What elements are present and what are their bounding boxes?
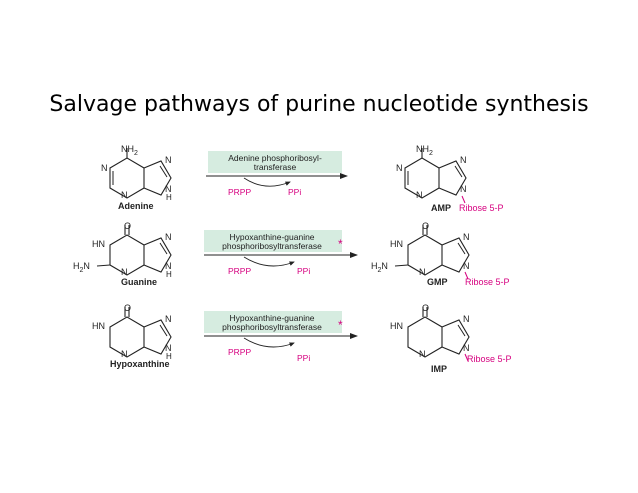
atom-n1: N	[101, 163, 108, 173]
atom-n7: N	[165, 314, 172, 324]
ppi-label: PPi	[297, 266, 310, 276]
atom-h9: H	[166, 352, 172, 361]
atom-n9: N	[165, 184, 172, 194]
amino-h: H	[73, 261, 80, 271]
ppi-label: PPi	[288, 187, 301, 197]
amino-h: H	[371, 261, 378, 271]
atom-n3: N	[121, 190, 128, 200]
atom-h9: H	[166, 193, 172, 202]
atom-n3: N	[121, 267, 128, 277]
cofactor-arrow	[243, 337, 295, 348]
atom-n9: N	[463, 343, 470, 353]
gmp-structure: O HN H2N N N N GMP Ribose 5-P	[371, 221, 510, 287]
atom-n9: N	[165, 343, 172, 353]
atom-n7: N	[165, 155, 172, 165]
prpp-label: PRPP	[228, 347, 251, 357]
amino-label: NH	[416, 144, 429, 154]
atom-hn1: HN	[92, 239, 105, 249]
ribose-label: Ribose 5-P	[465, 277, 510, 287]
reaction-hypoxanthine: O HN N N N H Hypoxanthine Hypoxanthine-g…	[92, 303, 512, 374]
atom-hn1: HN	[92, 321, 105, 331]
slide-title: Salvage pathways of purine nucleotide sy…	[49, 92, 589, 117]
amp-structure: NH2 N N N N AMP Ribose 5-P	[396, 144, 504, 213]
atom-n9: N	[460, 184, 467, 194]
product-label: AMP	[431, 203, 451, 213]
enzyme-label: phosphoribosyltransferase	[222, 322, 322, 332]
svg-text:NH2: NH2	[121, 144, 138, 157]
oxo-label: O	[124, 221, 131, 231]
asterisk-mark: *	[338, 237, 343, 251]
atom-n3: N	[419, 349, 426, 359]
ribose-label: Ribose 5-P	[459, 203, 504, 213]
enzyme-box	[204, 311, 342, 333]
reaction-adenine: NH2 N N N N H Adenine Adenine phosphorib…	[101, 144, 504, 213]
svg-text:H2N: H2N	[371, 261, 388, 274]
guanine-structure: O HN H2N N N N H Guanine	[73, 221, 172, 287]
reaction-guanine: O HN H2N N N N H Guanine Hypoxanthine-gu…	[73, 221, 510, 287]
enzyme-label: Hypoxanthine-guanine	[229, 313, 314, 323]
atom-n7: N	[165, 232, 172, 242]
enzyme-label: Adenine phosphoribosyl-	[228, 153, 322, 163]
atom-n3: N	[419, 267, 426, 277]
product-label: IMP	[431, 364, 447, 374]
prpp-label: PRPP	[228, 266, 251, 276]
enzyme-label: phosphoribosyltransferase	[222, 241, 322, 251]
amino-label: NH	[121, 144, 134, 154]
substrate-label: Hypoxanthine	[110, 359, 170, 369]
imp-structure: O HN N N N IMP Ribose 5-P	[390, 303, 512, 374]
cofactor-arrow	[243, 256, 295, 267]
enzyme-box	[204, 230, 342, 252]
atom-n3: N	[416, 190, 423, 200]
oxo-label: O	[422, 303, 429, 313]
atom-n9: N	[165, 261, 172, 271]
atom-n3: N	[121, 349, 128, 359]
oxo-label: O	[124, 303, 131, 313]
svg-text:NH2: NH2	[416, 144, 433, 157]
svg-text:H2N: H2N	[73, 261, 90, 274]
asterisk-mark: *	[338, 318, 343, 332]
atom-n7: N	[463, 232, 470, 242]
atom-h9: H	[166, 270, 172, 279]
atom-hn1: HN	[390, 239, 403, 249]
atom-n1: N	[396, 163, 403, 173]
substrate-label: Adenine	[118, 201, 154, 211]
atom-hn1: HN	[390, 321, 403, 331]
ribose-label: Ribose 5-P	[467, 354, 512, 364]
oxo-label: O	[422, 221, 429, 231]
product-label: GMP	[427, 277, 448, 287]
enzyme-box	[208, 151, 342, 173]
prpp-label: PRPP	[228, 187, 251, 197]
atom-n7: N	[463, 314, 470, 324]
atom-n7: N	[460, 155, 467, 165]
hypoxanthine-structure: O HN N N N H Hypoxanthine	[92, 303, 172, 369]
cofactor-arrow	[243, 177, 291, 187]
adenine-structure: NH2 N N N N H Adenine	[101, 144, 172, 211]
substrate-label: Guanine	[121, 277, 157, 287]
enzyme-label: Hypoxanthine-guanine	[229, 232, 314, 242]
enzyme-label: transferase	[254, 162, 297, 172]
ppi-label: PPi	[297, 353, 310, 363]
atom-n9: N	[463, 261, 470, 271]
